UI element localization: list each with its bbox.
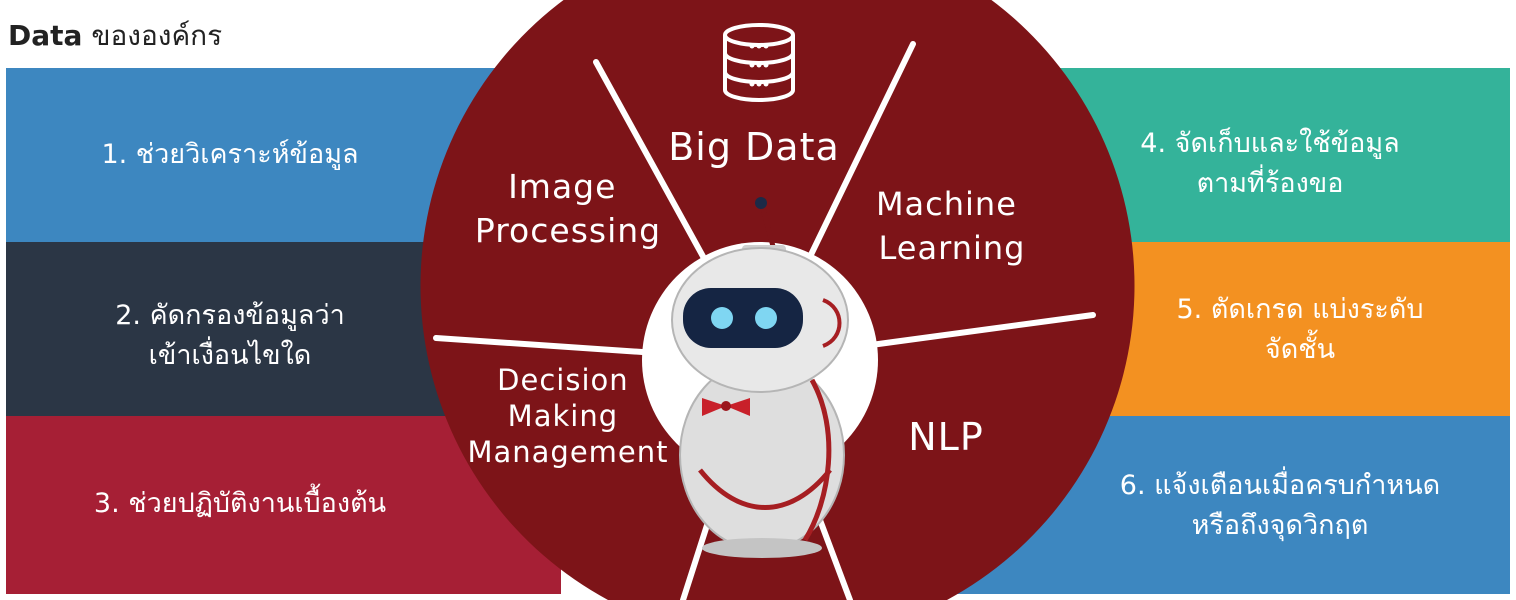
database-icon — [723, 23, 795, 102]
segment-image-processing: Image Processing — [475, 167, 661, 250]
title-rest: ขององค์กร — [91, 19, 223, 52]
page-title: Data ขององค์กร — [8, 14, 222, 58]
right-item-4-text: 4. จัดเก็บและใช้ข้อมูล ตามที่ร้องขอ — [1140, 128, 1400, 199]
right-item-5-text: 5. ตัดเกรด แบ่งระดับ จัดชั้น — [1176, 294, 1424, 365]
segment-nlp: NLP — [908, 415, 984, 459]
segment-decision-making: Decision Making Management — [467, 363, 668, 469]
right-item-6-text: 6. แจ้งเตือนเมื่อครบกำหนด หรือถึงจุดวิกฤ… — [1119, 470, 1441, 541]
robot-mascot — [671, 197, 849, 558]
title-bold: Data — [8, 19, 83, 52]
left-item-3-text: 3. ช่วยปฏิบัติงานเบื้องต้น — [93, 488, 387, 519]
left-item-2-text: 2. คัดกรองข้อมูลว่า เข้าเงื่อนไขใด — [115, 300, 345, 371]
segment-big-data: Big Data — [668, 125, 840, 169]
segment-machine-learning: Machine Learning — [876, 185, 1028, 267]
left-item-1-text: 1. ช่วยวิเคราะห์ข้อมูล — [101, 139, 359, 170]
